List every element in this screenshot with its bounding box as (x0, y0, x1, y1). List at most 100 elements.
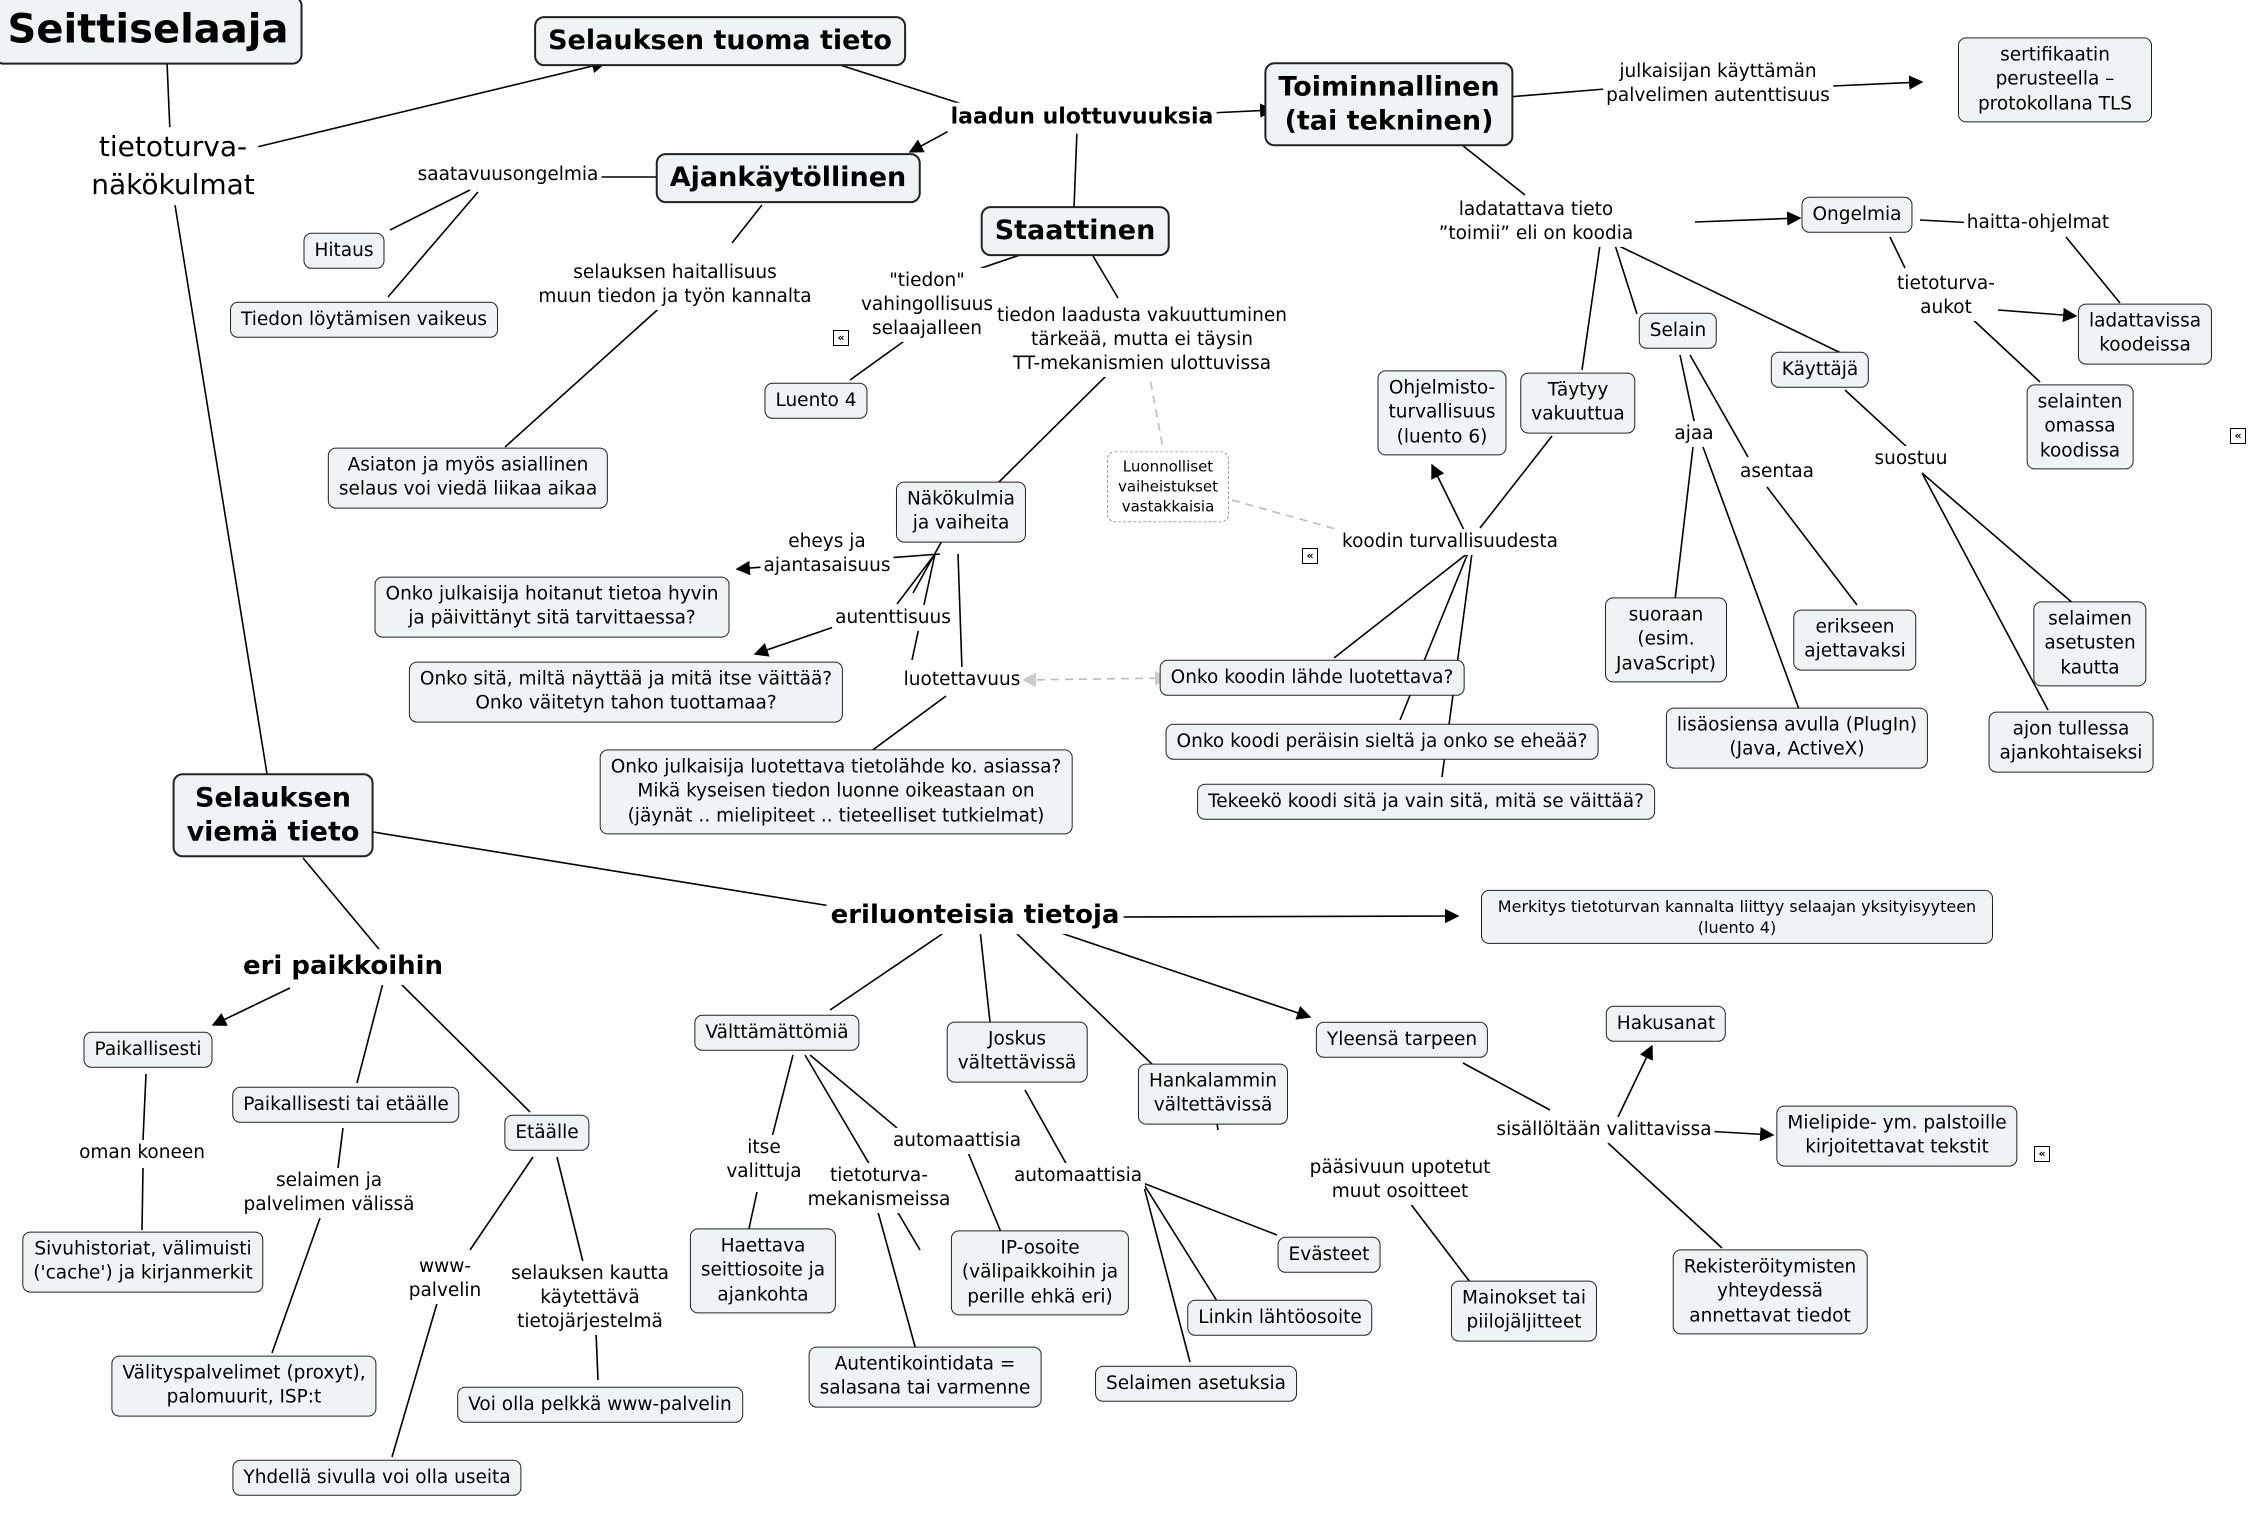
edge (271, 1217, 321, 1354)
link-marker-icon[interactable]: « (2034, 1146, 2050, 1162)
edge (256, 59, 607, 148)
evasteet-node[interactable]: Evästeet (1277, 1236, 1381, 1274)
merkitys-node[interactable]: Merkitys tietoturvan kannalta liittyy se… (1481, 889, 1993, 945)
voi-olla-pelkka-node[interactable]: Voi olla pelkkä www-palvelin (457, 1386, 743, 1424)
edge-dashed (1231, 499, 1376, 541)
ohjelmistoturvallisuus-node[interactable]: Ohjelmisto- turvallisuus (luento 6) (1377, 370, 1507, 456)
lisaosiensa-node[interactable]: lisäosiensa avulla (PlugIn) (Java, Activ… (1665, 707, 1929, 769)
ladattavissa-node[interactable]: ladattavissa koodeissa (2077, 303, 2213, 365)
haettava-node[interactable]: Haettava seittiosoite ja ajankohta (689, 1228, 837, 1314)
selaimen-asetuksia-node[interactable]: Selaimen asetuksia (1095, 1365, 1297, 1403)
mainokset-node[interactable]: Mainokset tai piilojäljitteet (1450, 1280, 1598, 1342)
tiedon-loytamisen-node[interactable]: Tiedon löytämisen vaikeus (230, 301, 498, 339)
eriluonteisia-label: eriluonteisia tietoja (826, 898, 1124, 934)
valityspalvelimet-node[interactable]: Välityspalvelimet (proxyt), palomuurit, … (111, 1355, 377, 1417)
selain-node[interactable]: Selain (1638, 312, 1718, 350)
selauksen-tuoma-tieto-node[interactable]: Selauksen tuoma tieto (534, 16, 906, 66)
paikallisesti-tai-etaalle-node[interactable]: Paikallisesti tai etäälle (232, 1086, 460, 1124)
sisalloltaan-label: sisällöltään valittavissa (1493, 1116, 1715, 1144)
valttamattomia-node[interactable]: Välttämättömiä (694, 1014, 860, 1052)
sivuhistoriat-node[interactable]: Sivuhistoriat, välimuisti ('cache') ja k… (22, 1231, 264, 1293)
edge (1674, 446, 1694, 601)
staattinen-node[interactable]: Staattinen (980, 206, 1170, 256)
onko-koodi-perasin-node[interactable]: Onko koodi peräisin sieltä ja onko se eh… (1165, 723, 1599, 761)
tietoturva-aukot-label: tietoturva- aukot (1894, 270, 1998, 322)
link-marker-icon[interactable]: « (833, 330, 849, 346)
mielipide-node[interactable]: Mielipide- ym. palstoille kirjoitettavat… (1776, 1105, 2018, 1167)
linkin-lahtoosoite-node[interactable]: Linkin lähtöosoite (1187, 1299, 1373, 1337)
ip-osoite-node[interactable]: IP-osoite (välipaikkoihin ja perille ehk… (950, 1230, 1130, 1316)
onko-sita-node[interactable]: Onko sitä, miltä näyttää ja mitä itse vä… (408, 661, 844, 723)
edge (211, 987, 291, 1026)
suoraan-node[interactable]: suoraan (esim. JavaScript) (1605, 597, 1727, 683)
ladatattava-label: ladatattava tieto ”toimii” eli on koodia (1435, 196, 1637, 248)
rekisteroitymisten-node[interactable]: Rekisteröitymisten yhteydessä annettavat… (1672, 1249, 1868, 1335)
automaattisia-label-2: automaattisia (1010, 1162, 1146, 1190)
edge (966, 1149, 1004, 1238)
hakusanat-node[interactable]: Hakusanat (1605, 1005, 1727, 1043)
edge (1607, 1142, 1723, 1249)
kayttaja-node[interactable]: Käyttäjä (1770, 351, 1870, 389)
nakokulmia-node[interactable]: Näkökulmia ja vaiheita (895, 481, 1027, 543)
hankalammin-node[interactable]: Hankalammin vältettävissä (1137, 1063, 1289, 1125)
autenttisuus-label: autenttisuus (832, 604, 954, 632)
ajankaytollinen-node[interactable]: Ajankäytöllinen (655, 153, 921, 203)
edge (1073, 129, 1078, 209)
edge (997, 373, 1109, 484)
link-marker-icon[interactable]: « (1302, 548, 1318, 564)
selainten-omassa-node[interactable]: selainten omassa koodissa (2026, 384, 2134, 470)
selauksen-viema-tieto-node[interactable]: Selauksen viemä tieto (172, 773, 374, 857)
onko-julkaisija-hoitanut-node[interactable]: Onko julkaisija hoitanut tietoa hyvin ja… (374, 576, 730, 638)
tiedon-laadusta-label: tiedon laadusta vakuuttuminen tärkeää, m… (994, 302, 1290, 378)
edge (804, 1054, 921, 1251)
onko-julkaisija-luotettava-node[interactable]: Onko julkaisija luotettava tietolähde ko… (599, 749, 1073, 835)
ongelmia-node[interactable]: Ongelmia (1801, 196, 1913, 234)
edge (809, 1054, 898, 1129)
ajon-tullessa-node[interactable]: ajon tullessa ajankohtaiseksi (1988, 711, 2154, 773)
edge (1461, 144, 1526, 196)
ajaa-label: ajaa (1671, 420, 1717, 448)
oman-koneen-label: oman koneen (76, 1139, 208, 1167)
luotettavuus-label: luotettavuus (900, 666, 1024, 694)
edge (1012, 929, 1156, 1068)
edge (731, 204, 763, 244)
edge (469, 1156, 534, 1251)
joskus-node[interactable]: Joskus vältettävissä (946, 1021, 1088, 1083)
edge-dashed (1147, 367, 1164, 449)
edge (1921, 472, 2049, 711)
edge-dashed (1021, 670, 1170, 688)
yleensa-tarpeen-node[interactable]: Yleensä tarpeen (1315, 1021, 1489, 1059)
laadun-ulottuvuuksia-label: laadun ulottuvuuksia (947, 102, 1217, 134)
edge (839, 64, 966, 106)
edge (1462, 1062, 1551, 1111)
yhdella-sivulla-node[interactable]: Yhdellä sivulla voi olla useita (232, 1459, 522, 1497)
tiedon-vahingollisuus-label: "tiedon" vahingollisuus selaajalleen (857, 267, 997, 343)
etaalle-node[interactable]: Etäälle (504, 1114, 590, 1152)
autentikointidata-node[interactable]: Autentikointidata = salasana tai varmenn… (808, 1346, 1042, 1408)
edge (1694, 211, 1802, 226)
onko-koodin-lahde-node[interactable]: Onko koodin lähde luotettava? (1159, 659, 1465, 697)
erikseen-node[interactable]: erikseen ajettavaksi (1793, 609, 1917, 671)
asiaton-node[interactable]: Asiaton ja myös asiallinen selaus voi vi… (327, 447, 609, 509)
link-marker-icon[interactable]: « (2230, 428, 2246, 444)
sertifikaatin-node[interactable]: sertifikaatin perusteella – protokollana… (1958, 37, 2152, 123)
edge (1142, 1182, 1218, 1302)
selaimen-asetusten-node[interactable]: selaimen asetusten kautta (2033, 601, 2147, 687)
edge (556, 1156, 584, 1263)
edge (302, 857, 384, 955)
hitaus-node[interactable]: Hitaus (303, 232, 385, 270)
edge (337, 1127, 344, 1169)
asentaa-label: asentaa (1736, 458, 1818, 486)
edge (1479, 435, 1553, 529)
taytyy-vakuuttua-node[interactable]: Täytyy vakuuttua (1520, 372, 1636, 434)
tekeeko-koodi-node[interactable]: Tekeekö koodi sitä ja vain sitä, mitä se… (1197, 783, 1655, 821)
edge (849, 338, 908, 381)
map-title: Seittiselaaja (0, 0, 303, 65)
paikallisesti-node[interactable]: Paikallisesti (83, 1031, 213, 1069)
toiminnallinen-node[interactable]: Toiminnallinen (tai tekninen) (1264, 62, 1514, 146)
edge (1333, 552, 1469, 659)
edge (1431, 463, 1466, 533)
edge (391, 1299, 439, 1458)
edge (1581, 244, 1601, 371)
luento4-node[interactable]: Luento 4 (764, 382, 868, 420)
